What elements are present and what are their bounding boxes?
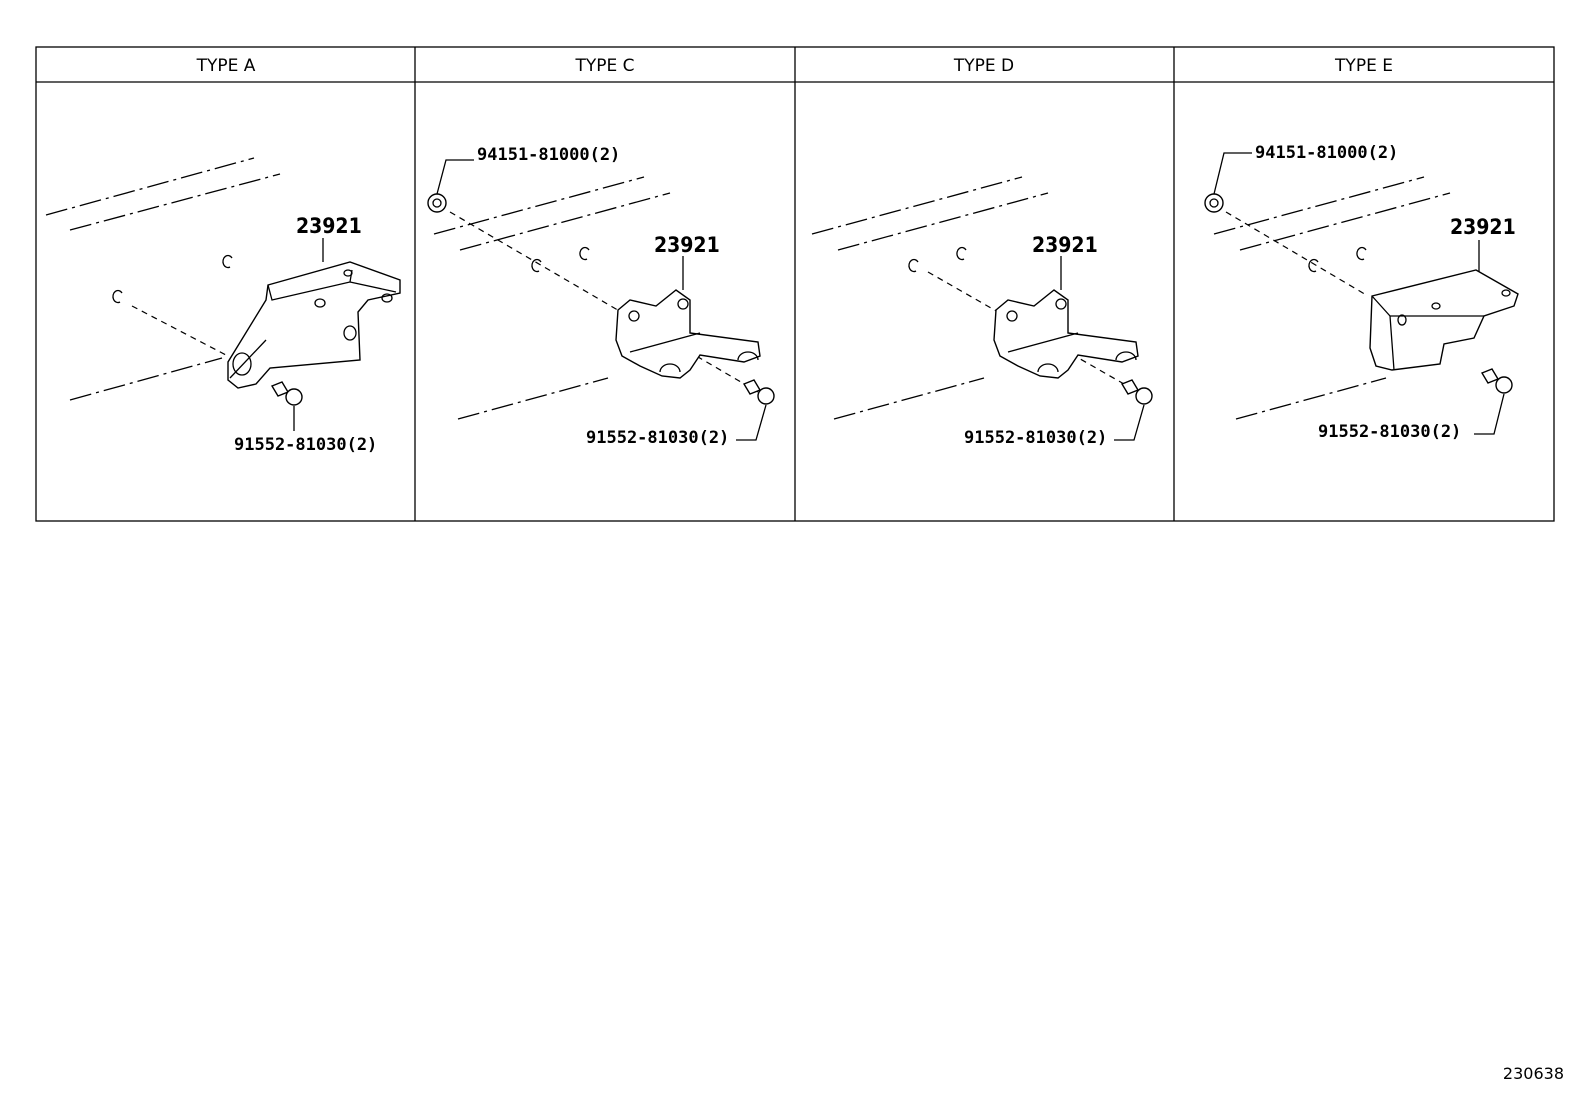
- part-number-nut: 94151-81000(2): [477, 145, 620, 165]
- part-number-bracket: 23921: [1450, 215, 1516, 239]
- assembly-line: [1225, 211, 1369, 297]
- part-number-bracket: 23921: [1032, 233, 1098, 257]
- nut-icon: [427, 193, 447, 213]
- panel-type-d: 23921 91552-81030(2): [811, 176, 1153, 448]
- bolt-icon: [270, 381, 303, 406]
- part-number-bolt: 91552-81030(2): [586, 428, 729, 448]
- panel-header-type-c: TYPE C: [574, 56, 634, 76]
- frame-rail-outline: [811, 176, 1049, 420]
- assembly-line: [449, 211, 759, 393]
- part-number-bolt: 91552-81030(2): [964, 428, 1107, 448]
- bolt-icon: [742, 379, 775, 405]
- bracket-23921: [615, 289, 761, 379]
- frame-rail-outline: [45, 157, 281, 401]
- part-number-bracket: 23921: [296, 214, 362, 238]
- panel-type-c: 94151-81000(2) 23921 91552-81030(2): [427, 145, 775, 448]
- mounting-hole: [112, 254, 233, 304]
- leader-line: [1474, 393, 1505, 435]
- nut-icon: [1204, 193, 1224, 213]
- mounting-hole: [1308, 246, 1367, 273]
- panel-frame: [35, 46, 1555, 522]
- mounting-hole: [908, 246, 967, 273]
- panel-header-type-d: TYPE D: [953, 56, 1014, 76]
- leader-line: [736, 404, 767, 441]
- part-number-bracket: 23921: [654, 233, 720, 257]
- leader-line: [1213, 152, 1252, 195]
- leader-line: [436, 159, 474, 195]
- part-number-bolt: 91552-81030(2): [234, 435, 377, 455]
- panel-type-a: 23921 91552-81030(2): [45, 157, 401, 455]
- frame-rail-outline: [433, 176, 671, 420]
- panel-type-e: 94151-81000(2) 23921 91552-81030(2): [1204, 143, 1519, 442]
- part-number-nut: 94151-81000(2): [1255, 143, 1398, 163]
- bolt-icon: [1120, 379, 1153, 405]
- leader-line: [1114, 404, 1145, 441]
- assembly-line: [131, 305, 227, 356]
- bracket-23921: [227, 261, 401, 389]
- bolt-icon: [1480, 368, 1513, 394]
- part-number-bolt: 91552-81030(2): [1318, 422, 1461, 442]
- panel-header-type-e: TYPE E: [1334, 56, 1393, 76]
- figure-id: 230638: [1502, 1064, 1564, 1083]
- panel-header-type-a: TYPE A: [196, 56, 256, 76]
- bracket-23921: [1369, 269, 1519, 371]
- mounting-hole: [531, 246, 590, 273]
- assembly-line: [927, 271, 1139, 393]
- bracket-23921: [993, 289, 1139, 379]
